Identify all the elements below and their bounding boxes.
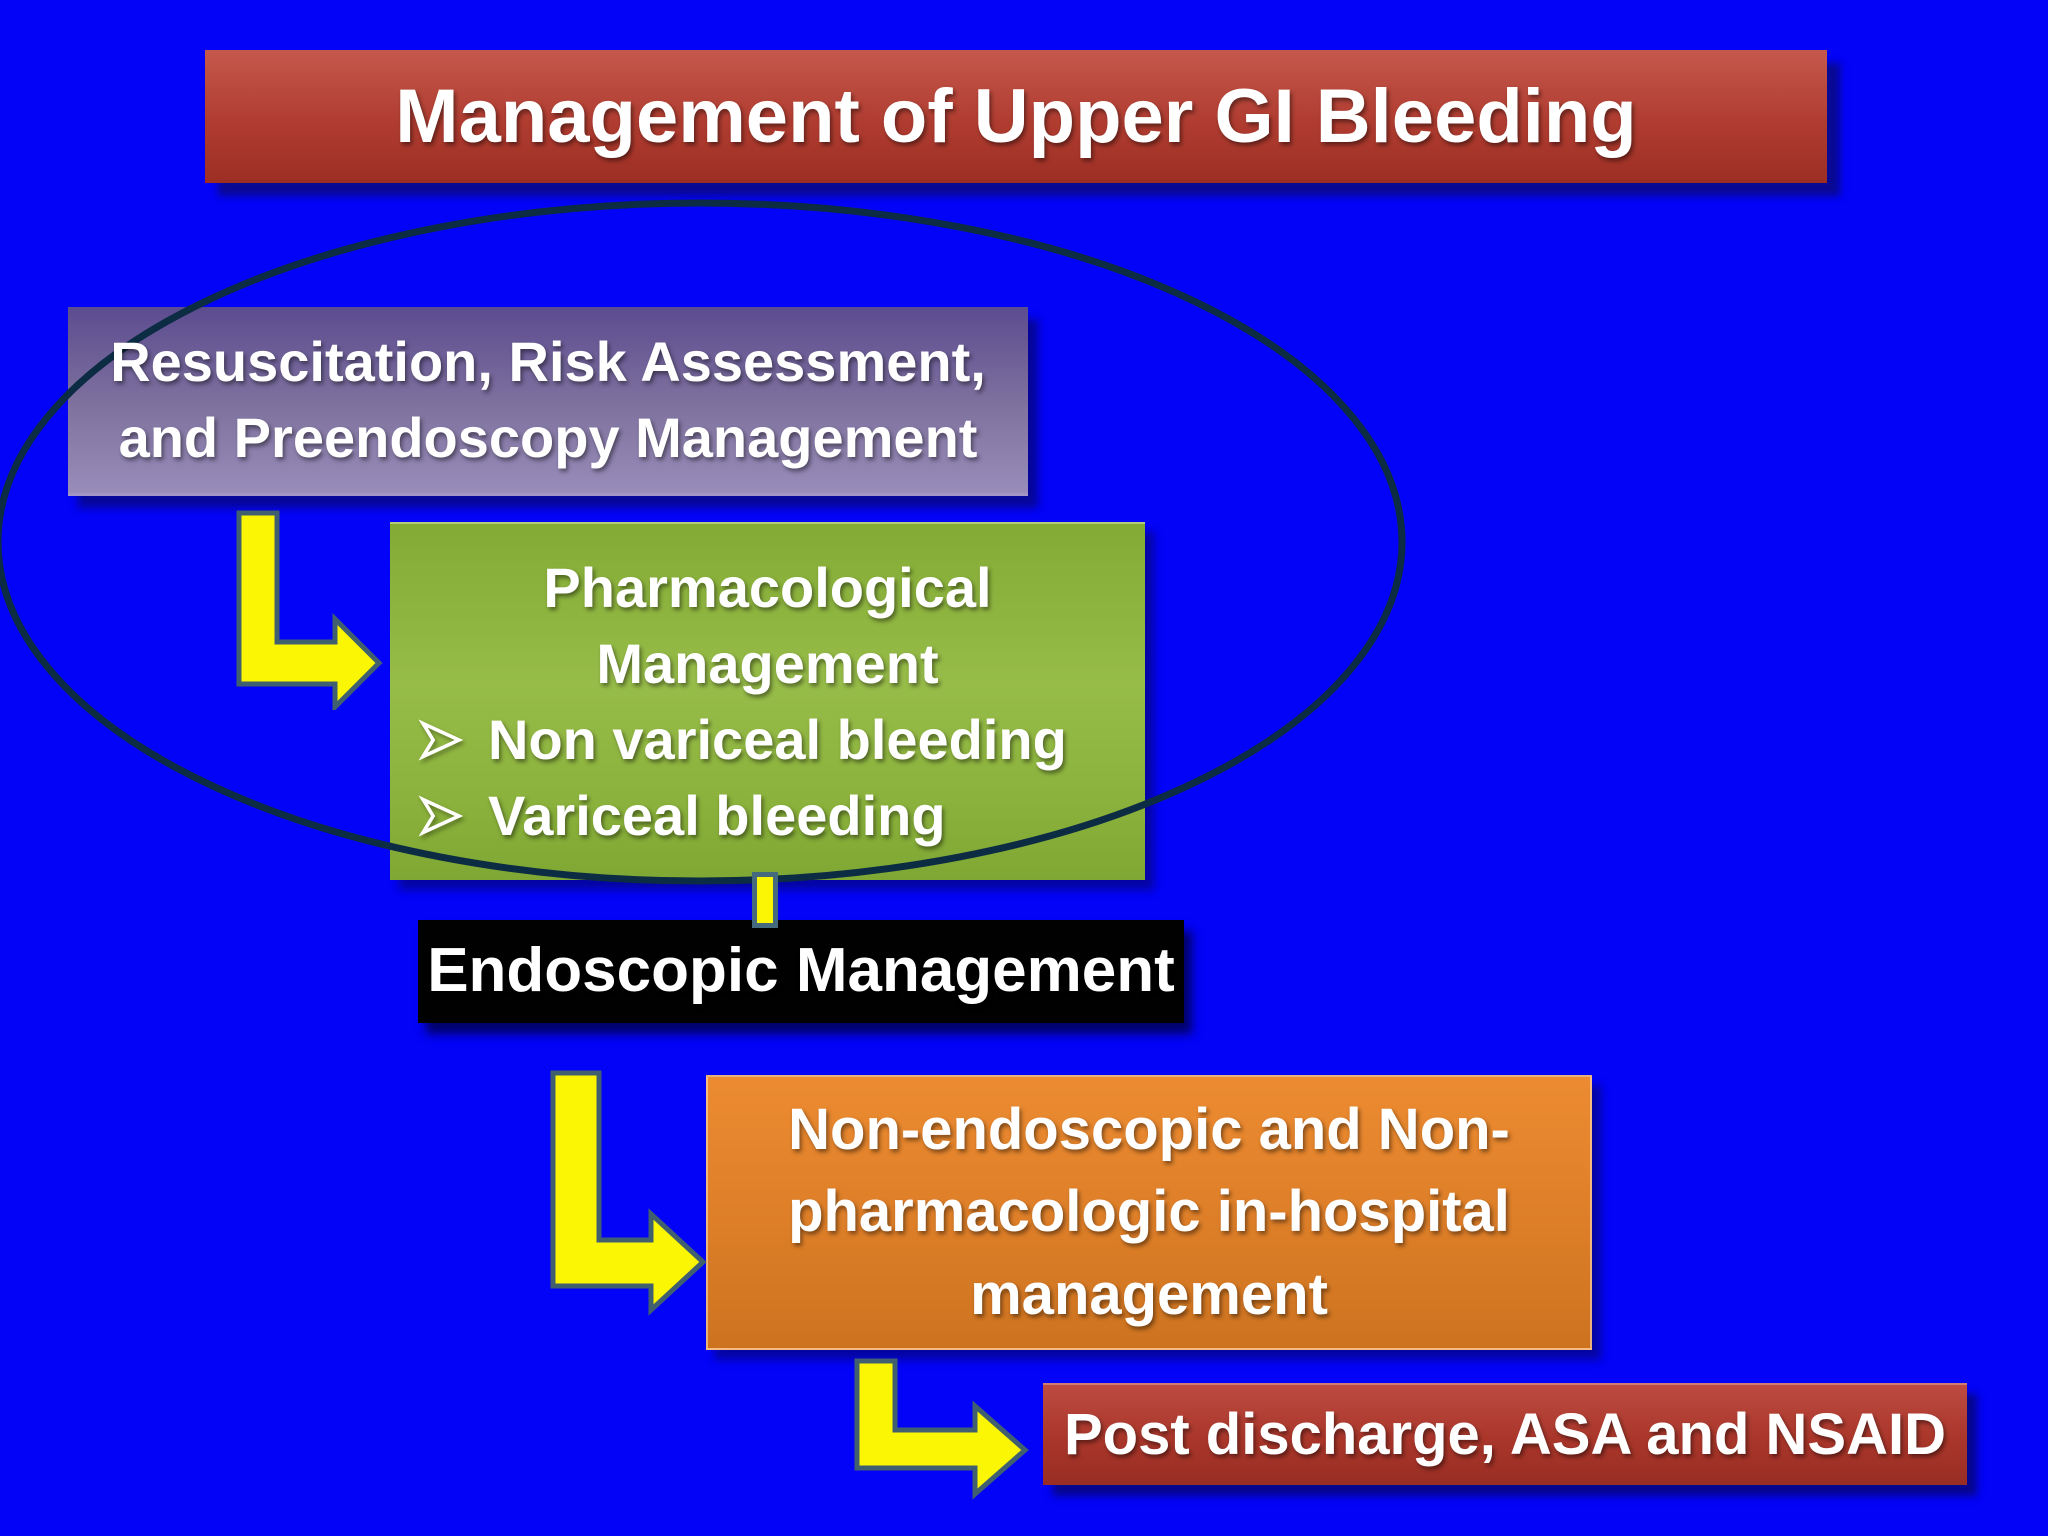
resuscitation-line-1: Resuscitation, Risk Assessment, <box>110 329 986 393</box>
page-title: Management of Upper GI Bleeding <box>395 73 1637 159</box>
title-banner: Management of Upper GI Bleeding <box>205 50 1827 183</box>
endoscopic-box: Endoscopic Management <box>418 920 1184 1023</box>
flow-arrow-icon-1 <box>236 510 383 710</box>
list-item: Variceal bleeding <box>390 778 1145 854</box>
pharmacological-box: Pharmacological Management Non variceal … <box>390 522 1145 880</box>
flow-arrow-icon-2 <box>550 1070 707 1316</box>
in-hospital-line-1: Non-endoscopic and Non- <box>788 1096 1510 1162</box>
pharmacological-heading-line-2: Management <box>596 631 939 695</box>
post-discharge-box: Post discharge, ASA and NSAID <box>1043 1383 1967 1485</box>
flow-arrow-icon-3 <box>854 1358 1029 1500</box>
bullet-label: Non variceal bleeding <box>488 708 1067 771</box>
resuscitation-line-2: and Preendoscopy Management <box>118 406 978 469</box>
in-hospital-line-3: management <box>970 1261 1328 1327</box>
resuscitation-box: Resuscitation, Risk Assessment, and Pree… <box>68 307 1028 496</box>
post-discharge-label: Post discharge, ASA and NSAID <box>1064 1401 1946 1467</box>
pharmacological-heading-line-1: Pharmacological <box>543 555 992 619</box>
in-hospital-line-2: pharmacologic in-hospital <box>788 1179 1510 1245</box>
connector-stub <box>752 872 778 928</box>
arrow-bullet-icon <box>418 793 464 839</box>
arrow-bullet-icon <box>418 717 464 763</box>
list-item: Non variceal bleeding <box>390 702 1145 778</box>
endoscopic-label: Endoscopic Management <box>427 936 1175 1006</box>
bullet-label: Variceal bleeding <box>488 784 946 848</box>
in-hospital-box: Non-endoscopic and Non- pharmacologic in… <box>706 1075 1592 1350</box>
